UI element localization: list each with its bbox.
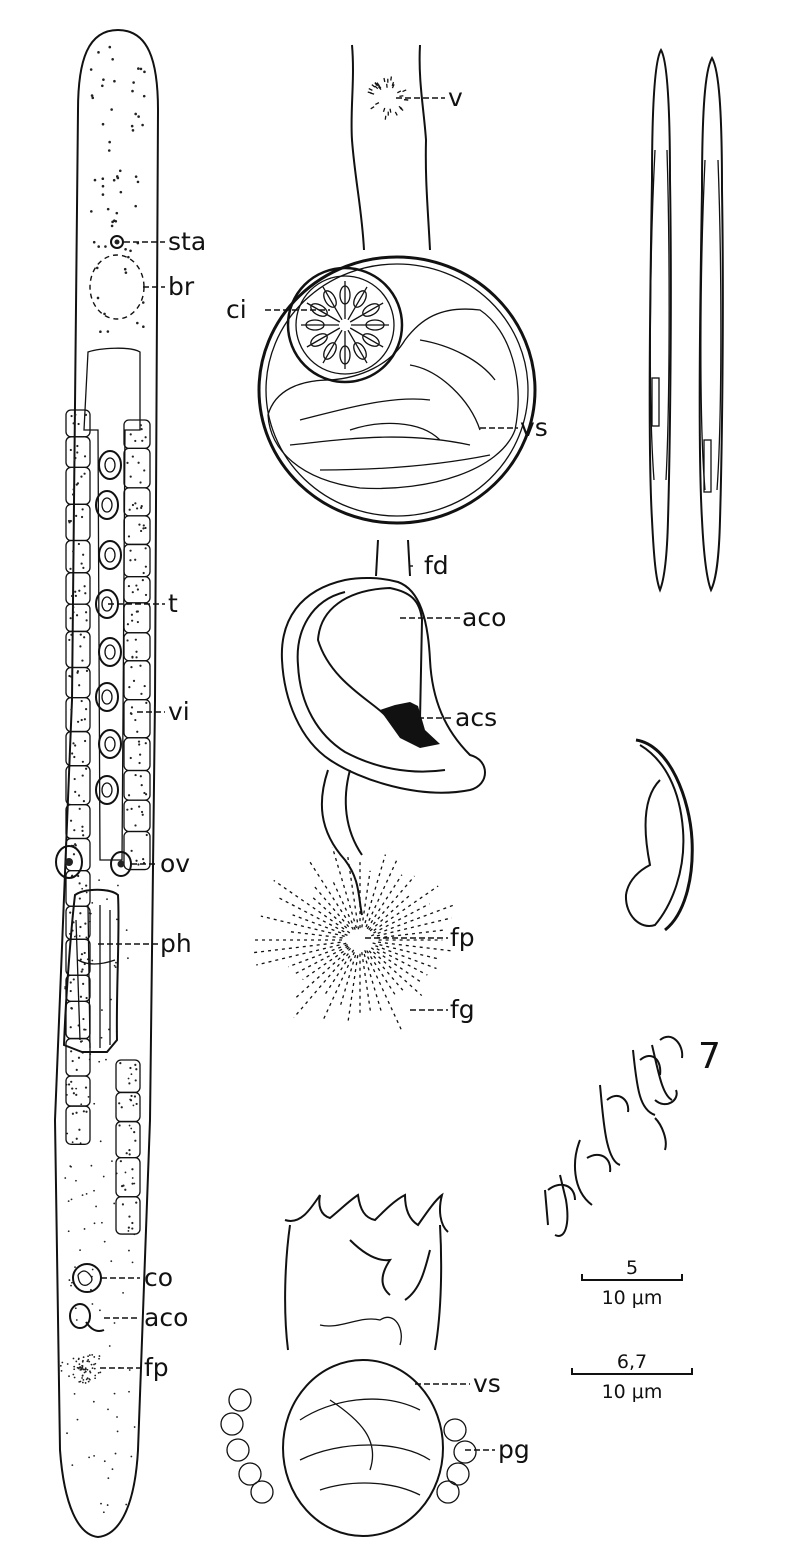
rod-right [698,56,724,593]
seminal-vesicle-capsule [257,255,537,525]
scale-bar-1: 5 10 μm [581,1257,683,1309]
figure-labels: sta br t vi ov ph co aco fp v ci vs fd a… [144,83,721,1464]
vesicula-v [367,76,409,120]
intestine [83,347,141,861]
ovary-right [110,851,132,877]
prostatic-glands [220,1388,477,1504]
label-aco-detail: aco [462,603,506,632]
label-aco-body: aco [144,1303,188,1332]
label-ci: ci [226,295,247,324]
label-pg: pg [498,1435,530,1464]
label-fg: fg [450,995,475,1024]
ovary-left [55,845,83,879]
ciliated-organ [286,266,404,384]
label-vs-bottom: vs [473,1369,501,1398]
statocyst [110,235,124,249]
figure-number: 7 [698,1036,721,1077]
copulatory-organ [72,1263,102,1293]
scale-bar-1-top: 5 [626,1257,638,1279]
label-v: v [448,83,463,112]
seminal-duct [350,44,431,251]
label-t: t [168,589,178,618]
brain [89,254,145,320]
female-glands [251,847,456,1032]
rod-left [648,48,672,593]
label-sta: sta [168,227,206,256]
hook-sclerite [624,738,694,932]
label-fp-detail: fp [450,923,475,952]
label-br: br [168,272,195,301]
leader-lines [98,97,518,1451]
label-ov: ov [160,849,190,878]
scale-bar-2-bottom: 10 μm [602,1381,663,1403]
testes [95,450,122,805]
label-fp-body: fp [144,1353,169,1382]
label-fd: fd [424,551,449,580]
label-ph: ph [160,929,192,958]
accessory-organ [69,1303,105,1332]
marginal-hooks [544,1035,684,1237]
pharynx [62,888,120,1053]
female-pore-detail [320,769,363,916]
accessory-organ-detail [280,576,486,794]
label-vi: vi [168,697,190,726]
female-duct [375,539,411,577]
accessory-stylet [380,702,440,748]
label-co: co [144,1263,173,1292]
body-outline [53,28,160,1539]
label-vs-top: vs [520,413,548,442]
female-pore-body [59,1353,102,1384]
copulatory-organ-detail [282,1192,449,1537]
label-acs: acs [455,703,497,732]
vesicula-seminalis-top [267,308,519,490]
scale-bar-2-top: 6,7 [617,1351,647,1373]
vitellaria-right [115,419,151,1235]
scale-bar-2: 6,7 10 μm [571,1351,693,1403]
vitellaria-left [65,409,91,1145]
scale-bar-1-bottom: 10 μm [602,1287,663,1309]
